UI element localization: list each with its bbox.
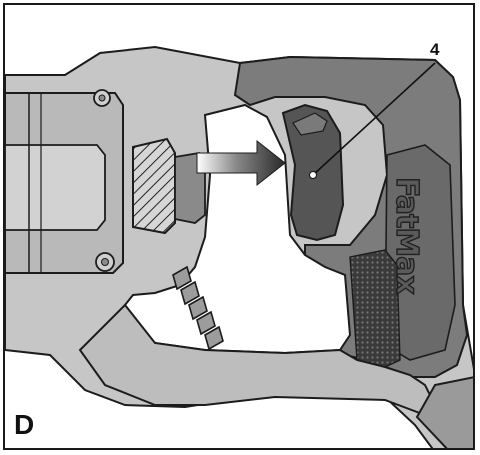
figure-frame: 4 FatMax D [3,3,475,450]
brand-lettering: FatMax [389,177,424,294]
callout-number: 4 [430,40,440,59]
figure-letter: D [14,409,35,440]
arrow-right-icon [196,139,286,187]
callout-dot [309,171,317,179]
cord-guard [415,376,473,448]
screw [101,258,109,266]
hatched-lock-button-icon [132,137,176,235]
screw [98,94,106,102]
grip-ribs [172,265,224,351]
callout-leader [312,62,436,176]
tool-illustration: 4 FatMax [5,40,473,448]
